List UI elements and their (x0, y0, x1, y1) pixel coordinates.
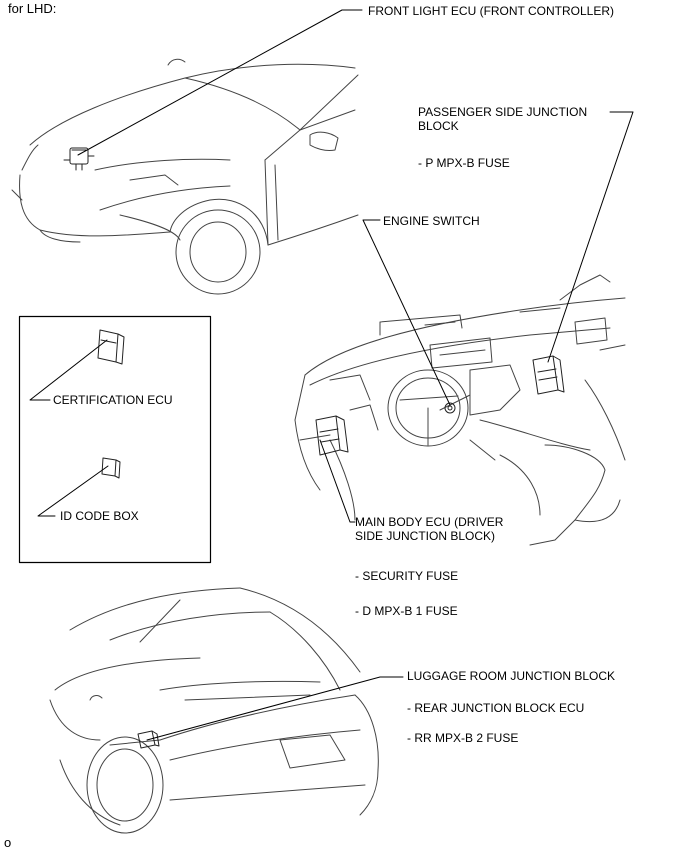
label-engine-switch: ENGINE SWITCH (383, 214, 480, 228)
front-car-illustration (11, 58, 359, 295)
label-id-code-box: ID CODE BOX (60, 509, 139, 523)
leader-lines (29, 9, 634, 741)
label-rr-mpx-b2-fuse: - RR MPX-B 2 FUSE (407, 731, 519, 745)
leader-id-code-box (37, 465, 109, 517)
main-body-ecu-component (315, 415, 349, 456)
inset-box (18, 315, 212, 564)
id-code-box-component (101, 457, 121, 479)
leader-luggage-room-jb (146, 676, 404, 741)
leader-front-light-ecu (77, 9, 363, 156)
luggage-junction-block-component (137, 730, 160, 749)
engine-switch-component (444, 402, 456, 414)
label-main-body-ecu-line2: SIDE JUNCTION BLOCK) (355, 529, 496, 543)
label-p-mpx-b-fuse: - P MPX-B FUSE (418, 156, 510, 170)
front-light-ecu-component (63, 147, 95, 171)
leader-passenger-junction-block (547, 111, 634, 363)
certification-ecu-component (97, 329, 125, 365)
label-front-light-ecu: FRONT LIGHT ECU (FRONT CONTROLLER) (368, 4, 615, 18)
passenger-junction-block-component (532, 355, 565, 395)
leader-engine-switch (362, 219, 451, 406)
label-luggage-room-jb: LUGGAGE ROOM JUNCTION BLOCK (407, 669, 616, 683)
label-certification-ecu: CERTIFICATION ECU (53, 393, 173, 407)
label-passenger-jb-line1: PASSENGER SIDE JUNCTION (418, 105, 588, 119)
rear-car-illustration (49, 587, 379, 834)
leader-certification-ecu (29, 339, 108, 401)
label-rear-jb-ecu: - REAR JUNCTION BLOCK ECU (407, 701, 585, 715)
dashboard-illustration (294, 274, 626, 546)
leader-main-body-ecu (319, 439, 356, 523)
label-passenger-jb-line2: BLOCK (418, 119, 459, 133)
label-security-fuse: - SECURITY FUSE (355, 569, 459, 583)
footer-mark: o (4, 835, 12, 850)
page-title: for LHD: (8, 1, 57, 16)
label-d-mpx-b1-fuse: - D MPX-B 1 FUSE (355, 604, 458, 618)
label-main-body-ecu-line1: MAIN BODY ECU (DRIVER (355, 515, 504, 529)
